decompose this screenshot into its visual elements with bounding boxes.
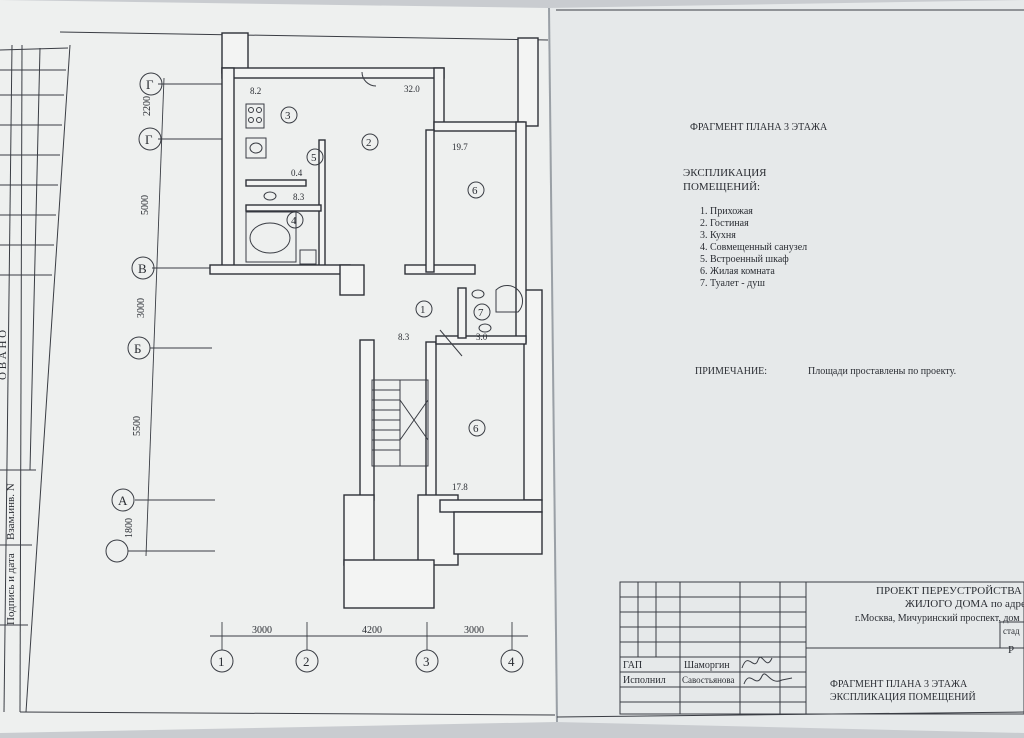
axis-num-1: 1 (218, 654, 225, 669)
axis-num-3: 3 (423, 654, 430, 669)
axis-letter-b: Б (134, 341, 141, 356)
project-line-3: г.Москва, Мичуринский проспект, дом (855, 613, 1020, 624)
name-executor: Савостьянова (682, 675, 735, 685)
explication-item: 5. Встроенный шкаф (700, 254, 789, 265)
drawing-title-1: ФРАГМЕНТ ПЛАНА 3 ЭТАЖА (830, 679, 968, 690)
axis-letters: Г Г В Б А (105, 72, 163, 563)
explication-item: 4. Совмещенный санузел (700, 242, 807, 253)
bottom-frame-line (19, 711, 556, 716)
left-page (0, 0, 556, 733)
drawing-title-2: ЭКСПЛИКАЦИЯ ПОМЕЩЕНИЙ (830, 691, 976, 703)
dim-h-4200: 4200 (362, 625, 382, 636)
stage-label: стад (1003, 626, 1020, 636)
room-num-bath: 4 (291, 215, 297, 227)
margin-label-sign: Подпись и дата (5, 553, 17, 625)
horizontal-dimension-chain: 3000 4200 3000 1 2 3 4 (210, 622, 528, 673)
margin-partial-text: О В А Н О (0, 330, 9, 380)
area-bedroom-bottom: 17.8 (452, 482, 468, 492)
axis-letter-a: А (118, 493, 128, 508)
room-num-closet: 5 (311, 152, 317, 164)
dim-v-5000: 5000 (140, 195, 151, 215)
room-num-bedroom-top: 6 (472, 185, 478, 197)
margin-line (19, 44, 23, 713)
dim-h-3000a: 3000 (252, 625, 272, 636)
axis-letter-g2: Г (145, 132, 153, 147)
binding-fold (548, 7, 558, 723)
fixtures (245, 71, 524, 357)
dim-v-5500: 5500 (132, 416, 143, 436)
explication-item: 6. Жилая комната (700, 266, 775, 277)
explication-item: 2. Гостиная (700, 218, 749, 229)
margin-label-inv: Взам.инв. N (5, 483, 17, 540)
area-kitchen: 8.2 (250, 86, 261, 96)
building-walls (209, 32, 543, 609)
top-frame-line (59, 31, 549, 41)
area-bath: 8.3 (293, 192, 305, 202)
sheet-letter: Р (1008, 644, 1014, 656)
margin-grid (0, 44, 69, 713)
signature-gap (741, 656, 773, 669)
room-num-wc: 7 (478, 307, 484, 319)
explication-item: 7. Туалет - душ (700, 278, 765, 289)
vertical-dimension-chain: 2200 5000 3000 5500 1800 (124, 77, 230, 557)
room-num-kitchen: 3 (285, 110, 291, 122)
dim-v-2200: 2200 (142, 96, 153, 116)
axis-num-2: 2 (303, 654, 310, 669)
dim-v-3000: 3000 (136, 298, 147, 318)
role-executor: Исполнил (623, 675, 666, 686)
project-line-2: ЖИЛОГО ДОМА по адрес (905, 598, 1024, 610)
fragment-title: ФРАГМЕНТ ПЛАНА 3 ЭТАЖА (690, 122, 828, 133)
note-label: ПРИМЕЧАНИЕ: (695, 366, 767, 377)
title-block (619, 581, 1024, 715)
room-num-hall: 1 (420, 304, 426, 316)
explication-list: 1. Прихожая 2. Гостиная 3. Кухня 4. Совм… (700, 206, 807, 289)
axis-letter-g1: Г (146, 77, 154, 92)
role-gap: ГАП (623, 660, 642, 671)
axis-letter-v: В (138, 261, 147, 276)
dim-v-1800: 1800 (124, 518, 135, 538)
axis-num-4: 4 (508, 654, 515, 669)
area-living: 32.0 (404, 84, 420, 94)
dim-h-3000b: 3000 (464, 625, 484, 636)
room-num-bedroom-bottom: 6 (473, 423, 479, 435)
area-closet: 0.4 (291, 168, 303, 178)
note-text: Площади проставлены по проекту. (808, 366, 956, 377)
explication-heading-1: ЭКСПЛИКАЦИЯ (683, 167, 767, 179)
room-num-living: 2 (366, 137, 372, 149)
explication-item: 1. Прихожая (700, 206, 753, 217)
room-labels: 8.2 32.0 19.7 0.4 8.3 8.3 3.0 17.8 3 2 5… (250, 84, 491, 492)
staircase (371, 379, 429, 467)
project-line-1: ПРОЕКТ ПЕРЕУСТРОЙСТВА КВ (876, 585, 1024, 597)
right-page (548, 0, 1024, 733)
explication-heading-2: ПОМЕЩЕНИЙ: (683, 181, 760, 193)
name-gap: Шаморгин (684, 660, 730, 671)
area-bedroom-top: 19.7 (452, 142, 468, 152)
signature-executor (743, 673, 793, 685)
margin-column-line (25, 44, 71, 713)
area-wc: 3.0 (476, 332, 488, 342)
area-hall: 8.3 (398, 332, 410, 342)
explication-item: 3. Кухня (700, 230, 736, 241)
